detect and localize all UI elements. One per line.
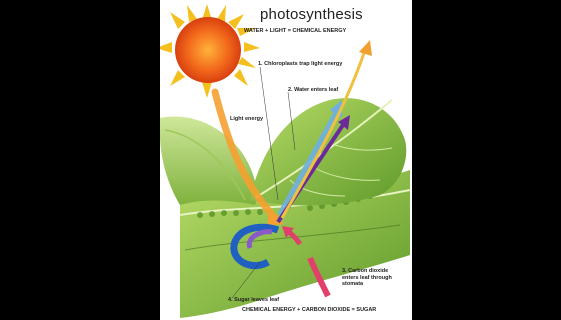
leaf-upper: [250, 98, 406, 205]
label-step-2: 2. Water enters leaf: [288, 87, 338, 94]
leaf-curl: [160, 117, 257, 205]
label-light-energy: Light energy: [230, 116, 263, 123]
label-step-3: 3. Carbon dioxide enters leaf through st…: [342, 268, 402, 288]
equation-bottom: CHEMICAL ENERGY + CARBON DIOXIDE = SUGAR: [242, 307, 376, 313]
equation-top: WATER + LIGHT = CHEMICAL ENERGY: [244, 28, 346, 34]
label-step-4: 4. Sugar leaves leaf: [228, 297, 279, 304]
diagram-panel: photosynthesis WATER + LIGHT = CHEMICAL …: [160, 0, 412, 320]
sun-icon: [160, 4, 260, 98]
label-step-1: 1. Chloroplasts trap light energy: [258, 61, 342, 68]
diagram-title: photosynthesis: [260, 6, 363, 23]
